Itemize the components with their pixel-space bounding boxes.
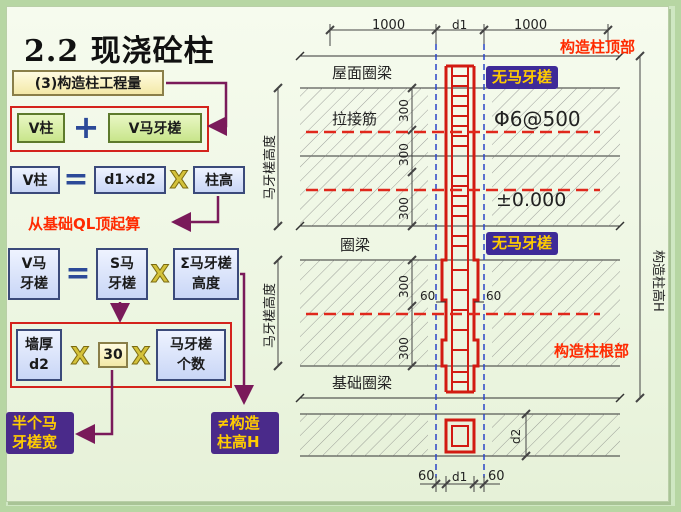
column-height-box: 柱高 bbox=[193, 166, 245, 194]
v-column-box: V柱 bbox=[17, 113, 65, 143]
dim-top-left: 1000 bbox=[372, 18, 405, 33]
tie-bar-label: 拉接筋 bbox=[332, 110, 377, 128]
no-teeth-label-2: 无马牙槎 bbox=[486, 232, 559, 255]
dim-bottom-right: 60 bbox=[488, 469, 505, 484]
arrow-factor-to-note bbox=[75, 370, 114, 444]
elevation-label: ±0.000 bbox=[496, 189, 566, 211]
dim-60-left: 60 bbox=[420, 289, 435, 303]
foundation-beam-label: 基础圈梁 bbox=[332, 374, 392, 392]
factor-box: 30 bbox=[98, 342, 128, 368]
dim-300-c: 300 bbox=[397, 197, 411, 220]
v-column-box-2: V柱 bbox=[10, 166, 60, 194]
formula-row4-frame bbox=[10, 322, 232, 388]
column-top-label: 构造柱顶部 bbox=[560, 38, 636, 56]
teeth-height-label-1: 马牙槎高度 bbox=[262, 135, 278, 200]
arrow-height-to-note bbox=[171, 196, 220, 232]
column-height-label: 构造柱高H bbox=[650, 250, 666, 312]
section-box: d1×d2 bbox=[94, 166, 166, 194]
teeth-height-label-2: 马牙槎高度 bbox=[262, 283, 278, 348]
times-sign-3: X bbox=[70, 342, 90, 371]
no-teeth-label-1: 无马牙槎 bbox=[486, 66, 559, 89]
dim-bottom-left: 60 bbox=[418, 469, 435, 484]
teeth-count-box: 马牙槎个数 bbox=[156, 329, 226, 381]
page-title: 2.2 现浇砼柱 bbox=[24, 34, 215, 69]
dim-300-d: 300 bbox=[397, 275, 411, 298]
wall-thickness-box: 墙厚d2 bbox=[16, 329, 62, 381]
dim-bottom-mid: d1 bbox=[452, 470, 467, 484]
plus-sign: + bbox=[72, 108, 100, 146]
dim-60-right: 60 bbox=[486, 289, 501, 303]
times-sign-2: X bbox=[150, 260, 170, 289]
from-foundation-note: 从基础QL顶起算 bbox=[28, 215, 141, 233]
times-sign-1: X bbox=[169, 166, 189, 195]
v-teeth-box-2: V马牙槎 bbox=[8, 248, 60, 300]
half-teeth-width-note: 半个马牙槎宽 bbox=[6, 412, 74, 454]
dim-300-b: 300 bbox=[397, 143, 411, 166]
dim-300-a: 300 bbox=[397, 99, 411, 122]
dim-top-right: 1000 bbox=[514, 18, 547, 33]
sum-teeth-height-box: Σ马牙槎高度 bbox=[173, 248, 239, 300]
column-root-label: 构造柱根部 bbox=[554, 342, 630, 360]
arrow-header-to-row1 bbox=[166, 81, 228, 136]
formula-header: (3)构造柱工程量 bbox=[12, 70, 164, 96]
v-teeth-box: V马牙槎 bbox=[108, 113, 202, 143]
dim-300-e: 300 bbox=[397, 337, 411, 360]
equals-sign-1: = bbox=[63, 161, 89, 197]
dim-top-mid: d1 bbox=[452, 18, 467, 32]
s-teeth-box: S马牙槎 bbox=[96, 248, 148, 300]
roof-beam-label: 屋面圈梁 bbox=[332, 64, 392, 82]
not-column-height-note: ≠构造柱高H bbox=[211, 412, 279, 454]
ring-beam-label: 圈梁 bbox=[340, 236, 370, 254]
times-sign-4: X bbox=[131, 342, 151, 371]
arrow-sum-to-note bbox=[234, 272, 254, 405]
equals-sign-2: = bbox=[65, 255, 91, 291]
dim-d2: d2 bbox=[509, 429, 523, 444]
tie-bar-spec: Φ6@500 bbox=[494, 107, 581, 131]
